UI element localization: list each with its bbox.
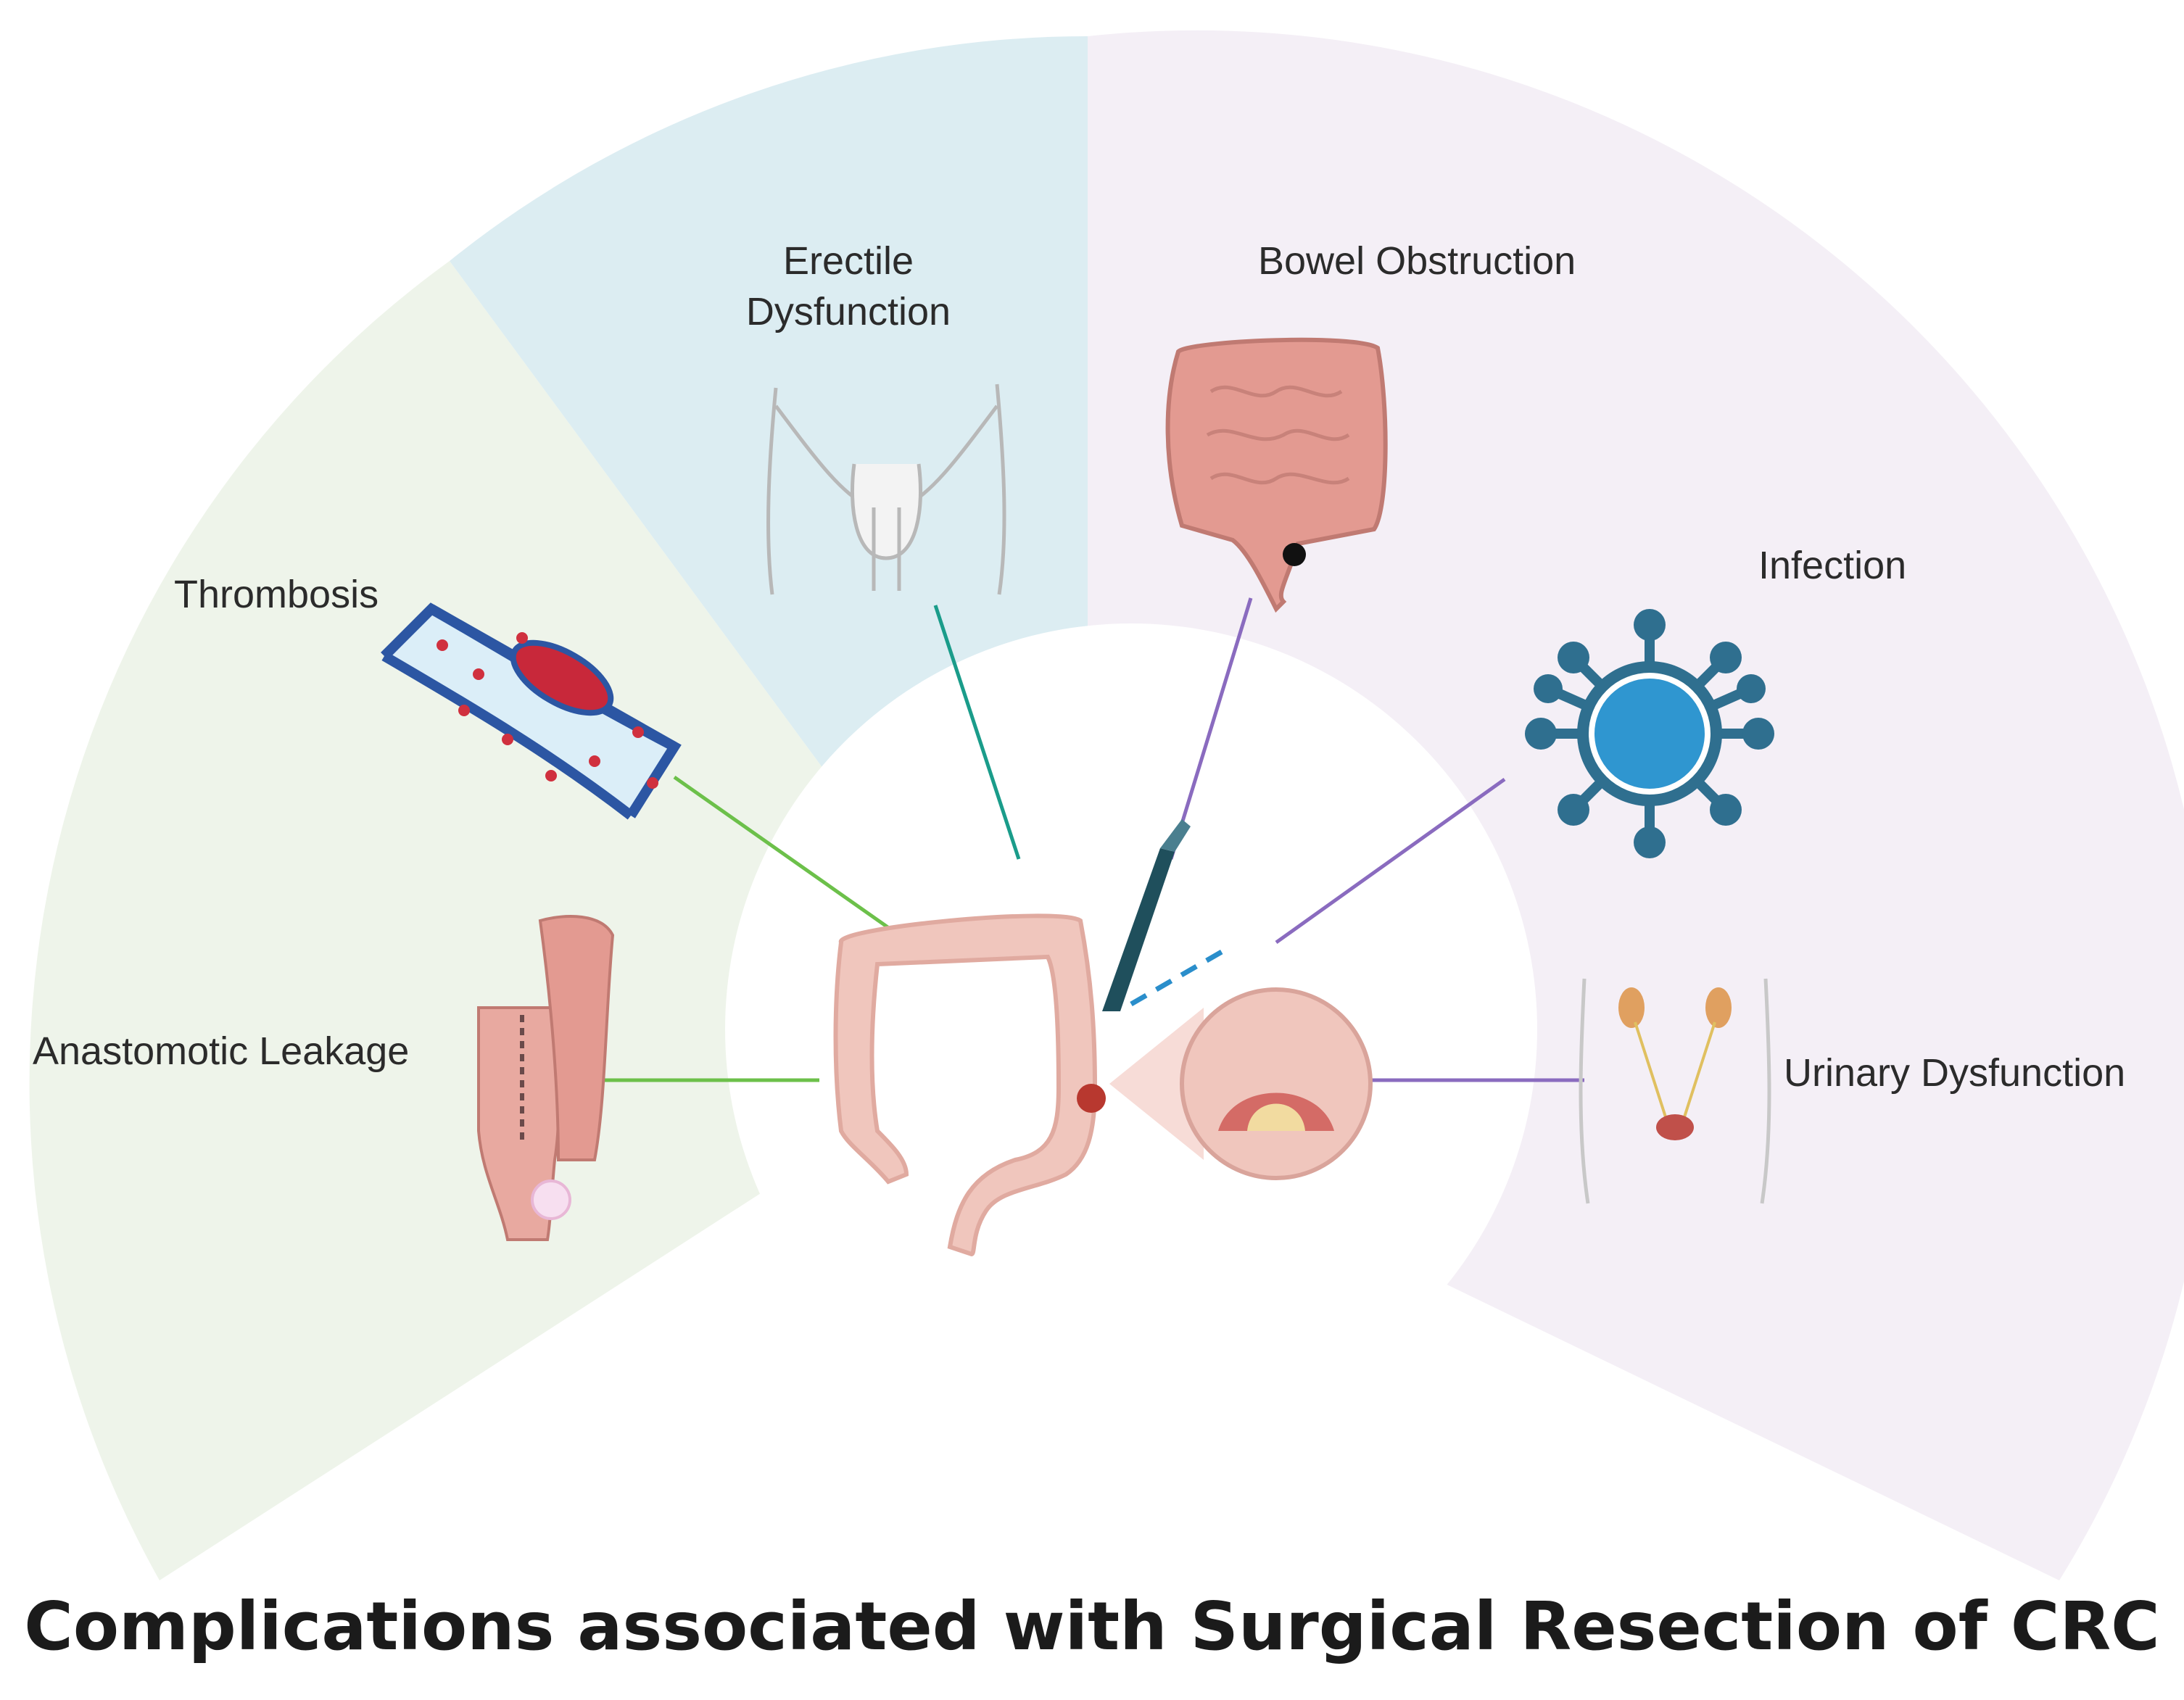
virus-core [1589,673,1711,795]
anastomosis-illustration [477,915,615,1241]
virus-spikes [1525,609,1774,858]
label-erectile-line2: Dysfunction [745,290,951,334]
label-urinary-dysfunction: Urinary Dysfunction [1784,1051,2126,1095]
figure-title: Complications associated with Surgical R… [24,1588,2160,1665]
label-infection: Infection [1758,544,1907,587]
center-circle [725,623,1537,1435]
connector-scalpel-dash [1130,947,1227,1007]
connector-infection [1275,777,1506,945]
scalpel-illustration [1102,819,1191,1011]
label-erectile-line1: Erectile [782,239,914,283]
magnified-tumor [1109,987,1373,1180]
sector-green [29,261,1016,1580]
connector-bowel [1169,597,1253,860]
label-bowel-obstruction: Bowel Obstruction [1258,239,1576,283]
urinary-illustration [1579,978,1771,1204]
thrombosis-vessel-illustration [381,602,682,820]
leak-site [531,1179,571,1220]
tumor-site [1077,1084,1106,1113]
label-thrombosis: Thrombosis [174,573,379,616]
obstruction-site [1283,543,1306,566]
connector-thrombosis [673,775,901,937]
connector-erectile [933,605,1021,860]
label-erectile-dysfunction: Erectile Dysfunction [725,236,972,337]
pelvis-illustration [766,383,1006,595]
intestine-illustration [1165,337,1388,613]
label-anastomotic-leakage: Anastomotic Leakage [33,1029,410,1073]
colon-illustration [833,913,1098,1257]
